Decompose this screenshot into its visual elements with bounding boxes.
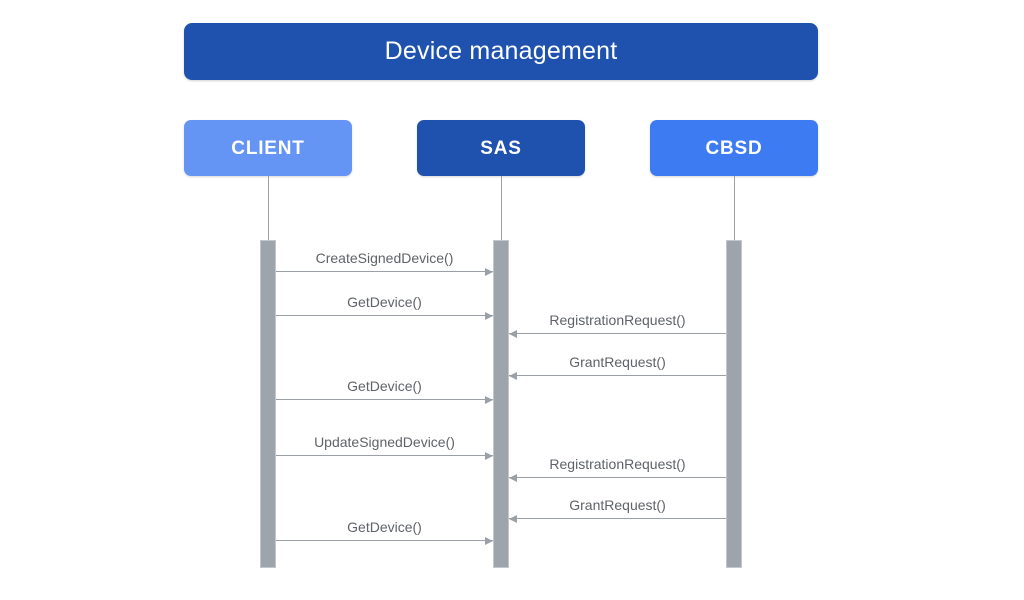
message-line — [509, 333, 726, 334]
message-label: GetDevice() — [347, 518, 422, 535]
message-label: GrantRequest() — [569, 353, 666, 370]
arrow-head-right-icon — [485, 311, 493, 320]
message-line — [276, 455, 493, 456]
lifeline-sas — [501, 176, 502, 240]
message-label: GrantRequest() — [569, 496, 666, 513]
activation-bar-cbsd — [726, 240, 742, 568]
message-label: CreateSignedDevice() — [315, 249, 454, 266]
actor-label-sas: SAS — [480, 137, 522, 159]
message-9: GetDevice() — [276, 511, 493, 545]
lifeline-cbsd — [734, 176, 735, 240]
arrow-head-left-icon — [509, 371, 517, 380]
arrow-head-right-icon — [485, 451, 493, 460]
page-title: Device management — [384, 37, 618, 65]
lifeline-client — [268, 176, 269, 240]
actor-label-cbsd: CBSD — [705, 137, 763, 159]
actor-label-client: CLIENT — [231, 137, 305, 159]
message-label: RegistrationRequest() — [549, 455, 686, 472]
message-line — [509, 477, 726, 478]
message-line — [509, 518, 726, 519]
arrow-head-left-icon — [509, 473, 517, 482]
message-4: GrantRequest() — [509, 346, 726, 380]
message-7: RegistrationRequest() — [509, 448, 726, 482]
message-5: GetDevice() — [276, 370, 493, 404]
message-label: GetDevice() — [347, 293, 422, 310]
diagram-title-banner: Device management — [184, 23, 818, 80]
message-6: UpdateSignedDevice() — [276, 426, 493, 460]
arrow-head-right-icon — [485, 395, 493, 404]
actor-box-cbsd[interactable]: CBSD — [650, 120, 818, 176]
message-label: GetDevice() — [347, 377, 422, 394]
message-1: CreateSignedDevice() — [276, 242, 493, 276]
message-label: UpdateSignedDevice() — [314, 433, 455, 450]
arrow-head-left-icon — [509, 329, 517, 338]
arrow-head-right-icon — [485, 536, 493, 545]
message-line — [276, 271, 493, 272]
message-line — [276, 315, 493, 316]
actor-box-client[interactable]: CLIENT — [184, 120, 352, 176]
message-8: GrantRequest() — [509, 489, 726, 523]
message-3: RegistrationRequest() — [509, 304, 726, 338]
activation-bar-client — [260, 240, 276, 568]
activation-bar-sas — [493, 240, 509, 568]
arrow-head-left-icon — [509, 514, 517, 523]
message-line — [276, 540, 493, 541]
message-2: GetDevice() — [276, 286, 493, 320]
arrow-head-right-icon — [485, 267, 493, 276]
message-line — [509, 375, 726, 376]
actor-box-sas[interactable]: SAS — [417, 120, 585, 176]
message-line — [276, 399, 493, 400]
message-label: RegistrationRequest() — [549, 311, 686, 328]
